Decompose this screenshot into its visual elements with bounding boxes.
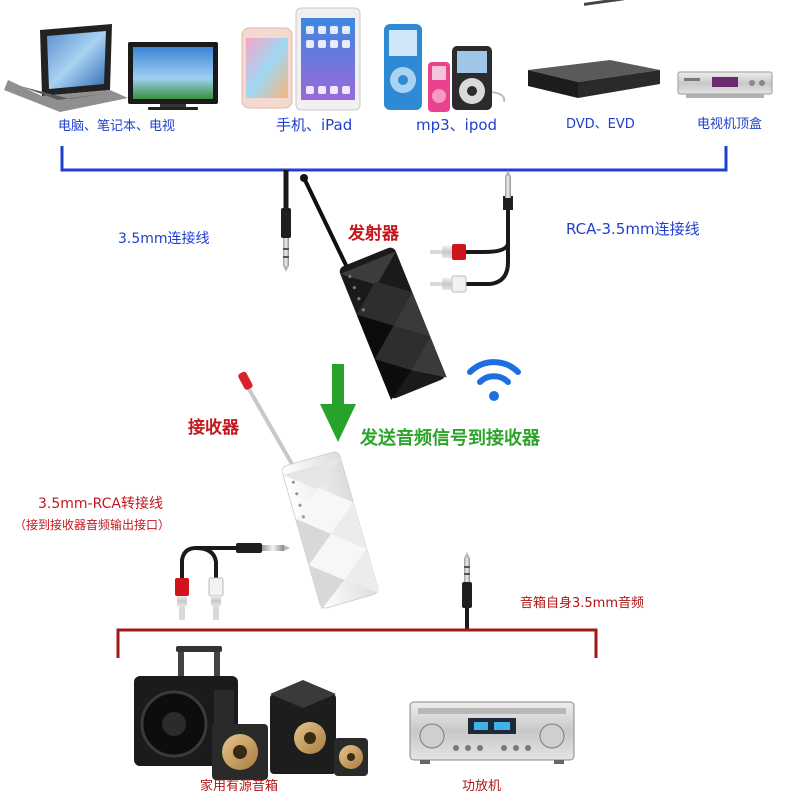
mp3-ipod-icon <box>384 24 506 112</box>
transfer-caption: 发送音频信号到接收器 <box>360 428 540 449</box>
cable-35mm-label: 3.5mm连接线 <box>118 231 210 247</box>
output-label-speakers: 家用有源音箱 <box>200 779 279 794</box>
adapter-note: （接到接收器音频输出接口） <box>14 518 171 532</box>
source-label-mp3: mp3、ipod <box>416 116 498 134</box>
source-label-dvd: DVD、EVD <box>566 117 635 132</box>
speaker-cable-label: 音箱自身3.5mm音频 <box>520 596 645 611</box>
wireless-signal-icon <box>467 359 521 401</box>
dvd-player-icon <box>528 0 660 98</box>
source-label-phone: 手机、iPad <box>276 116 353 134</box>
transmitter-device <box>300 174 447 400</box>
adapter-cable-rca <box>175 543 290 620</box>
cable-rca-label: RCA-3.5mm连接线 <box>566 220 700 238</box>
phone-tablet-icon <box>241 7 361 111</box>
source-bracket <box>60 146 728 172</box>
laptop-tv-icon <box>4 24 218 112</box>
source-label-settop: 电视机顶盒 <box>697 117 763 132</box>
transmitter-label: 发射器 <box>348 224 399 244</box>
speaker-icon <box>134 646 368 780</box>
output-label-amplifier: 功放机 <box>462 779 502 794</box>
transfer-arrow <box>320 364 356 442</box>
adapter-label: 3.5mm-RCA转接线 <box>38 496 163 512</box>
set-top-box-icon <box>677 71 773 98</box>
speaker-own-cable-35mm <box>462 552 472 630</box>
receiver-device <box>238 371 380 610</box>
receiver-label: 接收器 <box>188 418 239 438</box>
audio-cable-35mm <box>281 170 291 272</box>
source-label-computer: 电脑、笔记本、电视 <box>58 119 176 134</box>
rca-cable-35mm <box>430 170 513 293</box>
amplifier-icon <box>409 701 575 764</box>
output-bracket <box>116 628 598 658</box>
